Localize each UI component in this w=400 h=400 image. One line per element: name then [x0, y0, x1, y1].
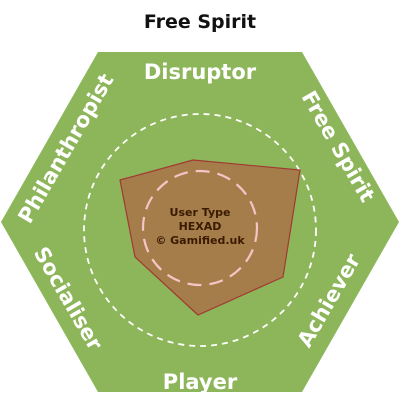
center-label-user-type: User Type — [170, 206, 231, 219]
center-label-copyright: © Gamified.uk — [155, 234, 245, 247]
center-label-hexad: HEXAD — [179, 220, 222, 233]
inner-dashed-circle — [141, 169, 259, 287]
user-profile-shape — [119, 159, 301, 316]
type-label-player: Player — [163, 370, 238, 394]
outer-dashed-circle — [83, 113, 317, 347]
page-title: Free Spirit — [143, 11, 257, 33]
type-label-disruptor: Disruptor — [144, 60, 257, 84]
